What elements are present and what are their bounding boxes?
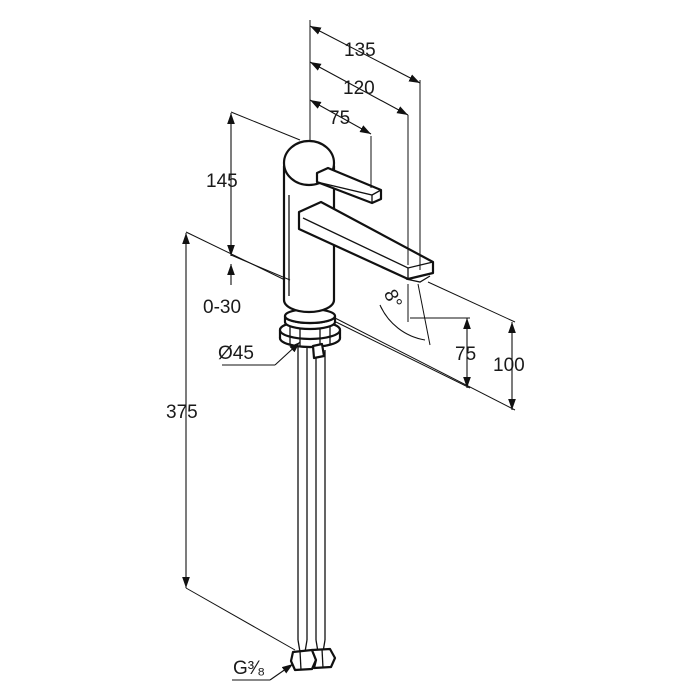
dim-135-label: 135 [344, 40, 376, 61]
dim-0-30-label: 0-30 [203, 297, 241, 318]
dim-120-label: 120 [343, 78, 375, 99]
mounting-nut [278, 307, 342, 360]
supply-hoses [297, 345, 326, 653]
dim-g38-label: G³⁄₈ [233, 658, 265, 679]
dimension-lines [182, 25, 516, 681]
dim-100-label: 100 [493, 355, 525, 376]
dim-75-right-label: 75 [455, 344, 476, 365]
faucet-spout [297, 200, 435, 283]
dimension-labels: 135 120 75 145 0-30 Ø45 8° 75 100 375 G³… [166, 40, 525, 679]
dim-8-degree-label: 8° [379, 286, 406, 311]
extension-lines [185, 20, 516, 651]
dim-375-label: 375 [166, 402, 198, 423]
hose-fittings [289, 647, 337, 672]
dim-45-label: Ø45 [218, 343, 254, 364]
faucet-lever [315, 166, 383, 205]
dim-145-label: 145 [206, 171, 238, 192]
dim-75-top-label: 75 [329, 108, 350, 129]
